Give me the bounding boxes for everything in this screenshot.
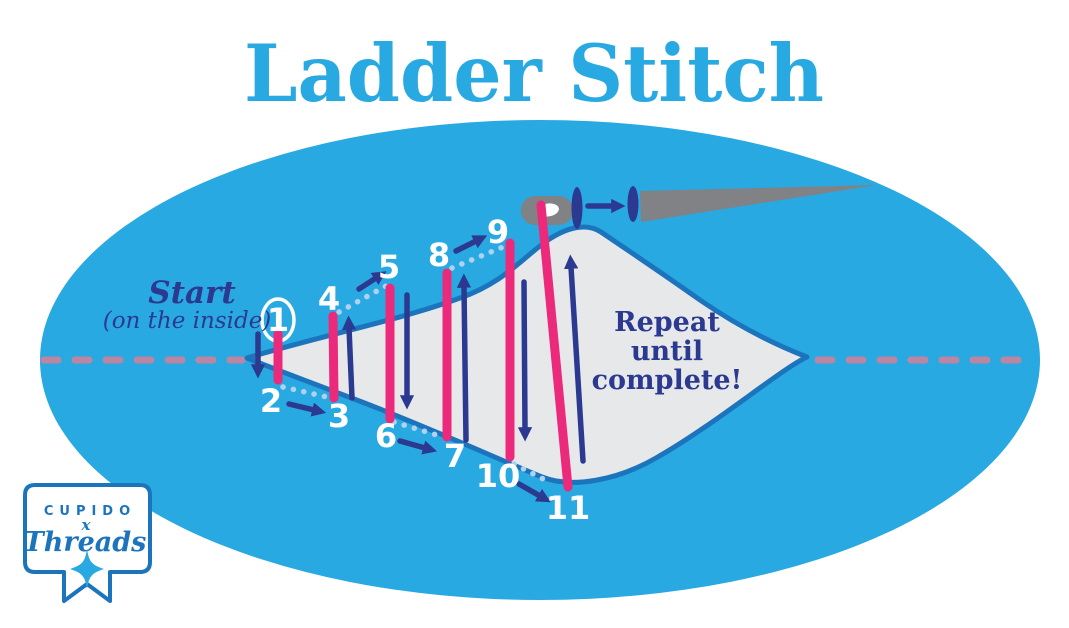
- needle-shaft: [640, 185, 877, 222]
- fabric-pinch-right: [627, 186, 639, 222]
- thread-line: [536, 200, 573, 492]
- logo-wordmark-top: CUPIDO: [44, 504, 136, 519]
- repeat-note-line3: complete!: [592, 365, 743, 396]
- start-label: Start: [148, 275, 236, 311]
- step-label-8: 8: [428, 236, 450, 274]
- needle-icon: [521, 185, 877, 229]
- step-label-3: 3: [328, 397, 350, 435]
- step-label-2: 2: [260, 382, 282, 420]
- step-label-9: 9: [487, 213, 509, 251]
- repeat-note-line2: until: [631, 336, 703, 367]
- step-label-4: 4: [318, 280, 340, 318]
- step-label-10: 10: [476, 457, 521, 495]
- logo-wordmark-x: x: [81, 516, 92, 534]
- stitch-direction-arrows: [250, 235, 586, 503]
- logo-wordmark-script: Threads: [24, 527, 147, 558]
- start-note: (on the inside): [103, 308, 272, 334]
- stitch-lines: [273, 238, 515, 462]
- repeat-note-line1: Repeat: [614, 307, 720, 338]
- step-label-5: 5: [378, 248, 400, 286]
- fabric-pinch-left: [571, 187, 583, 229]
- step-label-7: 7: [444, 437, 466, 475]
- brand-logo: CUPIDO x Threads: [23, 483, 152, 603]
- step-label-11: 11: [546, 489, 591, 527]
- logo-badge: [23, 483, 152, 603]
- step-label-1: 1: [267, 301, 289, 339]
- page-title: Ladder Stitch: [244, 27, 824, 120]
- hidden-thread-dotted-lines: [280, 244, 554, 486]
- step-label-6: 6: [375, 417, 397, 455]
- sparkle-icon: [70, 549, 104, 589]
